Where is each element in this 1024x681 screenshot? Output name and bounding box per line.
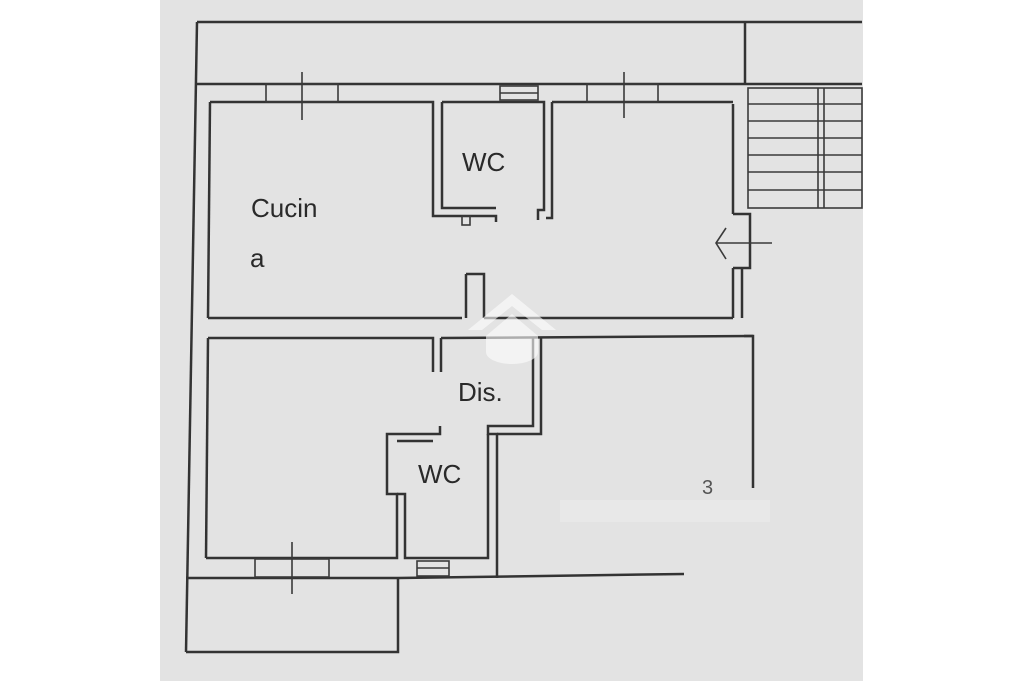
hall-label: Dis. — [458, 377, 503, 407]
wc-bottom-label: WC — [418, 459, 462, 489]
upper-rooms — [206, 100, 733, 320]
kitchen-label: Cucin — [251, 193, 318, 223]
staircase — [747, 87, 863, 209]
window-wc-bottom — [416, 560, 450, 577]
house-logo-icon — [468, 294, 556, 364]
wc-top-label: WC — [462, 147, 506, 177]
entrance-arrow-icon — [715, 227, 772, 260]
faded-text-area — [560, 500, 770, 522]
window-kitchen — [265, 72, 339, 120]
windows — [254, 72, 659, 594]
window-wc-top — [499, 85, 539, 101]
faded-room-label: 3 — [702, 477, 714, 499]
kitchen-label-continued: a — [250, 243, 265, 273]
window-bedroom-left — [254, 542, 330, 594]
window-room-top-right — [586, 72, 659, 118]
